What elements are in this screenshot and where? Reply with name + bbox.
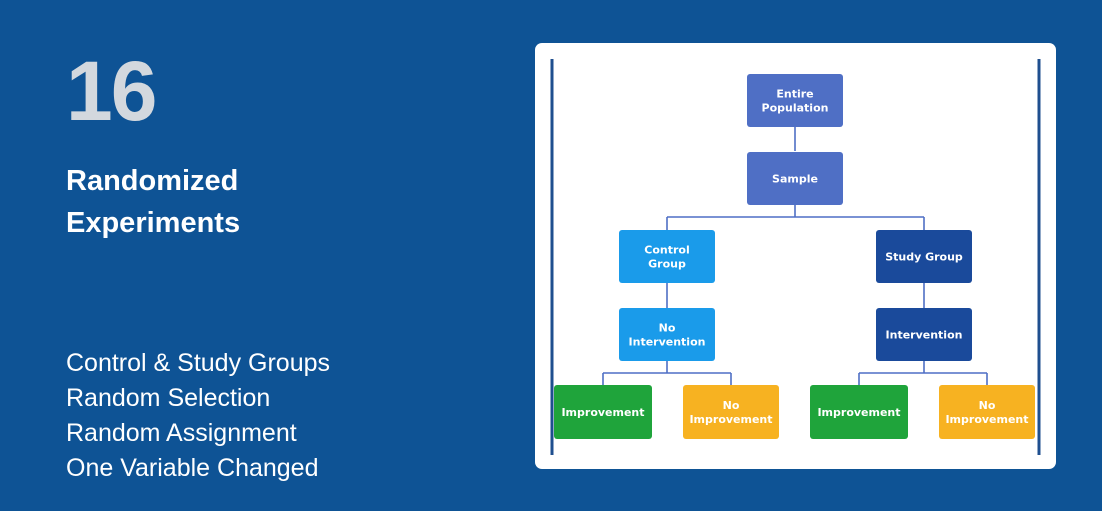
intervention-label: Intervention xyxy=(886,329,963,342)
study-no-improvement-box xyxy=(939,385,1035,439)
slide-number: 16 xyxy=(66,44,157,138)
no-intervention-box xyxy=(619,308,715,361)
slide-title: Randomized Experiments xyxy=(66,160,240,244)
population-label: Population xyxy=(762,102,829,115)
bullet-item: One Variable Changed xyxy=(66,454,319,482)
no-intervention-label: No xyxy=(659,322,676,335)
control-no-improvement-box xyxy=(683,385,779,439)
control-improvement-box xyxy=(554,385,652,439)
no-intervention-label: Intervention xyxy=(629,336,706,349)
sample-box xyxy=(747,152,843,205)
title-line-1: Randomized xyxy=(66,165,239,197)
control-no-improvement-label: No xyxy=(723,399,740,412)
intervention-box xyxy=(876,308,972,361)
sample-label: Sample xyxy=(772,173,818,186)
study-no-improvement-label: No xyxy=(979,399,996,412)
bullet-item: Random Assignment xyxy=(66,419,297,447)
study-group-box xyxy=(876,230,972,283)
control-group-label: Group xyxy=(648,258,686,271)
study-improvement-label: Improvement xyxy=(817,406,900,419)
study-no-improvement-label: Improvement xyxy=(945,413,1028,426)
population-label: Entire xyxy=(776,88,813,101)
bullet-item: Control & Study Groups xyxy=(66,349,331,377)
bullet-list: Control & Study Groups Random Selection … xyxy=(66,346,330,486)
title-line-2: Experiments xyxy=(66,207,241,239)
study-group-label: Study Group xyxy=(885,251,963,264)
population-box xyxy=(747,74,843,127)
control-no-improvement-label: Improvement xyxy=(689,413,772,426)
control-improvement-label: Improvement xyxy=(561,406,644,419)
control-group-label: Control xyxy=(644,244,689,257)
control-group-box xyxy=(619,230,715,283)
study-improvement-box xyxy=(810,385,908,439)
bullet-item: Random Selection xyxy=(66,384,271,412)
